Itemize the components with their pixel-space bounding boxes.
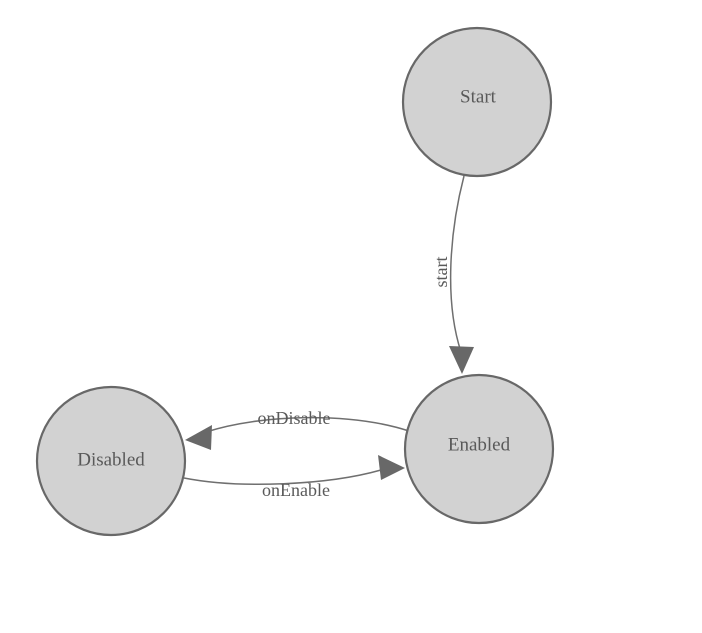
edge-start-label: start	[431, 257, 451, 288]
edge-onenable-path	[183, 469, 382, 486]
node-start[interactable]: Start	[401, 26, 553, 178]
node-enabled[interactable]: Enabled	[403, 373, 555, 525]
edge-ondisable[interactable]	[185, 416, 410, 450]
node-start-circle	[401, 26, 553, 178]
edge-onenable-label: onEnable	[262, 480, 330, 500]
edge-ondisable-label: onDisable	[258, 408, 331, 428]
edge-start[interactable]	[449, 175, 474, 374]
edge-ondisable-arrowhead	[185, 425, 212, 450]
node-enabled-circle	[403, 373, 555, 525]
node-disabled-circle	[35, 385, 187, 537]
edge-ondisable-path	[205, 416, 410, 433]
edge-onenable[interactable]	[183, 455, 405, 486]
node-disabled[interactable]: Disabled	[35, 385, 187, 537]
node-start-label: Start	[460, 86, 497, 107]
edge-start-path	[449, 175, 465, 353]
edge-onenable-arrowhead	[378, 455, 405, 480]
node-disabled-label: Disabled	[77, 449, 145, 470]
edge-start-arrowhead	[449, 346, 474, 374]
node-enabled-label: Enabled	[448, 434, 511, 455]
